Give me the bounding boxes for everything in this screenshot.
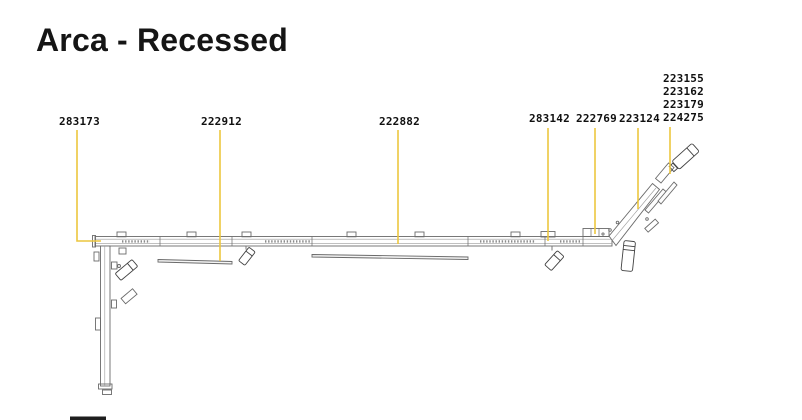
page-title: Arca - Recessed xyxy=(36,22,289,58)
part-number-283142: 283142 xyxy=(529,112,570,125)
leader-lines-layer xyxy=(76,127,671,261)
vertical-track xyxy=(93,245,121,395)
spotlight-head xyxy=(668,143,699,173)
part-number-283173: 283173 xyxy=(59,115,100,128)
track-drawing xyxy=(70,143,699,420)
spotlight xyxy=(115,247,138,305)
diffuser-strip xyxy=(157,259,233,265)
spotlight xyxy=(544,246,564,271)
part-number-223124: 223124 xyxy=(619,112,660,125)
pendant-cylinder xyxy=(620,240,636,272)
part-number-224275: 224275 xyxy=(663,111,704,124)
part-number-222912: 222912 xyxy=(201,115,242,128)
part-number-222882: 222882 xyxy=(379,115,420,128)
track-clips xyxy=(116,228,610,238)
part-number-223162: 223162 xyxy=(663,85,704,98)
spotlight xyxy=(238,246,256,266)
bottom-edge-element xyxy=(70,416,106,420)
bend-covers xyxy=(644,181,678,233)
diffuser-strip xyxy=(311,254,469,260)
part-number-223179: 223179 xyxy=(663,98,704,111)
part-number-222769: 222769 xyxy=(576,112,617,125)
part-number-223155: 223155 xyxy=(663,72,704,85)
leader-line-283173 xyxy=(76,130,101,242)
